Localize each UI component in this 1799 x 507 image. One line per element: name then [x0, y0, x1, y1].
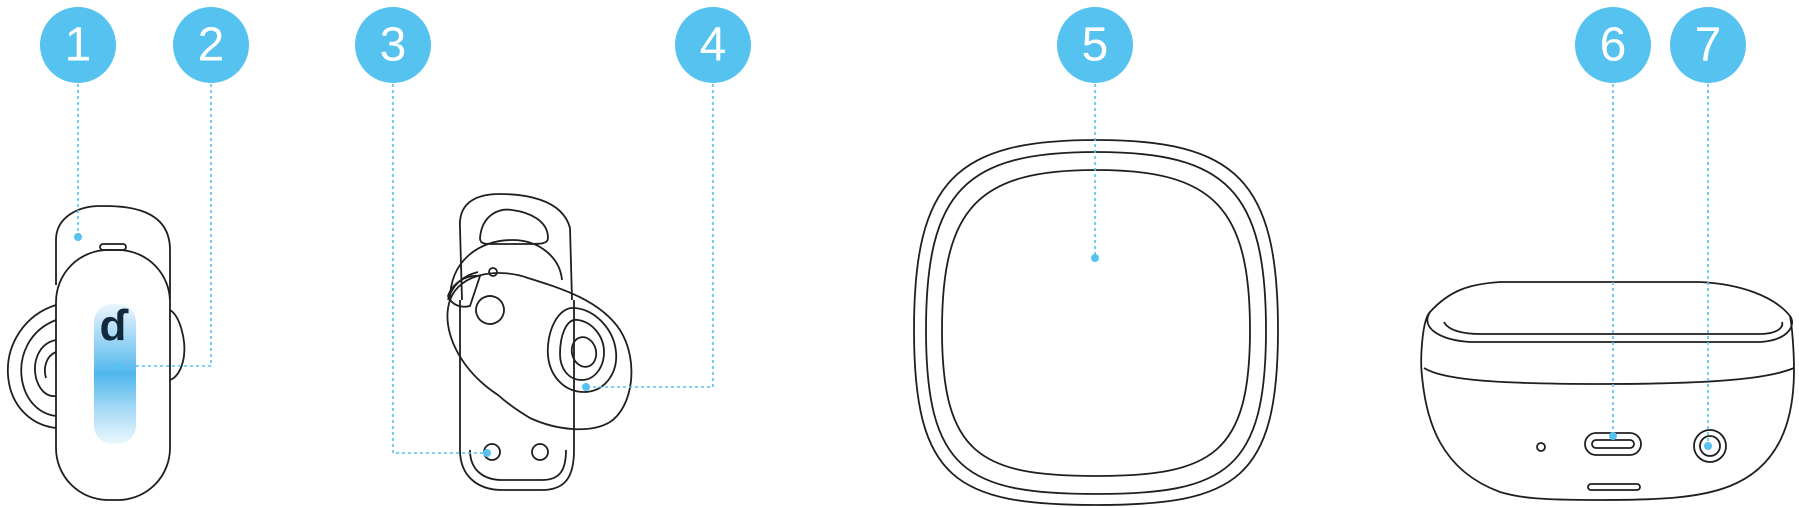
- earbud-side-bump: [169, 309, 186, 381]
- callout-badge-4: [675, 7, 751, 83]
- leader-line-2: [118, 72, 212, 367]
- case-bottom-slot: [1587, 483, 1641, 491]
- leader-dot-6: [1609, 432, 1617, 440]
- earbud-side-view: [446, 193, 633, 491]
- callout-badge-5: [1057, 7, 1133, 83]
- earbud-rear-shell: [55, 205, 171, 300]
- earbud-ear-hook: [459, 193, 573, 301]
- callout-label-7: 7: [1695, 19, 1722, 72]
- callout-label-5: 5: [1082, 19, 1109, 72]
- callout-badge-2: [173, 7, 249, 83]
- callout-6: 6: [1575, 7, 1651, 83]
- case-lid-middle: [925, 151, 1267, 495]
- leader-dot-5: [1091, 254, 1099, 262]
- callout-badge-1: [40, 7, 116, 83]
- callout-label-1: 1: [65, 19, 92, 72]
- callout-2: 2: [173, 7, 249, 83]
- ear-tip-inner: [546, 307, 617, 393]
- case-lid-inner: [941, 169, 1251, 477]
- led-indicator-strip: [94, 304, 136, 444]
- callout-5: 5: [1057, 7, 1133, 83]
- callout-7: 7: [1670, 7, 1746, 83]
- callout-3: 3: [355, 7, 431, 83]
- case-body: [1420, 311, 1795, 501]
- callout-label-6: 6: [1600, 19, 1627, 72]
- earbud-wing: [7, 304, 57, 429]
- earbud-nozzle: [34, 339, 57, 397]
- case-top-view: [913, 139, 1279, 506]
- earbud-body: [459, 300, 575, 491]
- case-seam: [1423, 367, 1795, 385]
- brand-logo-mark: ɗ: [100, 301, 130, 350]
- earbud-front-view: ɗ: [7, 205, 186, 501]
- leader-dots: [74, 233, 1712, 457]
- leader-dot-2: [114, 362, 122, 370]
- leader-lines: [77, 72, 1709, 454]
- callout-label-3: 3: [380, 19, 407, 72]
- callout-label-2: 2: [198, 19, 225, 72]
- leader-line-3: [392, 72, 487, 454]
- leader-dot-7: [1704, 442, 1712, 450]
- case-pinhole: [1536, 442, 1546, 452]
- leader-dot-4: [582, 383, 590, 391]
- leader-dot-3: [483, 449, 491, 457]
- callout-1: 1: [40, 7, 116, 83]
- case-button-ring: [1693, 429, 1727, 463]
- leader-line-4: [586, 72, 714, 388]
- callout-label-4: 4: [700, 19, 727, 72]
- callout-badge-3: [355, 7, 431, 83]
- ear-tip-outer: [446, 272, 633, 431]
- leader-dot-1: [74, 233, 82, 241]
- case-lid-outer: [913, 139, 1279, 506]
- case-lid-top: [1426, 281, 1793, 343]
- earbud-wing-inner: [20, 319, 57, 417]
- callout-4: 4: [675, 7, 751, 83]
- callout-badge-7: [1670, 7, 1746, 83]
- callout-badge-6: [1575, 7, 1651, 83]
- sensor-port: [475, 295, 505, 325]
- charging-contact-right: [531, 443, 549, 461]
- case-front-view: [1420, 281, 1795, 501]
